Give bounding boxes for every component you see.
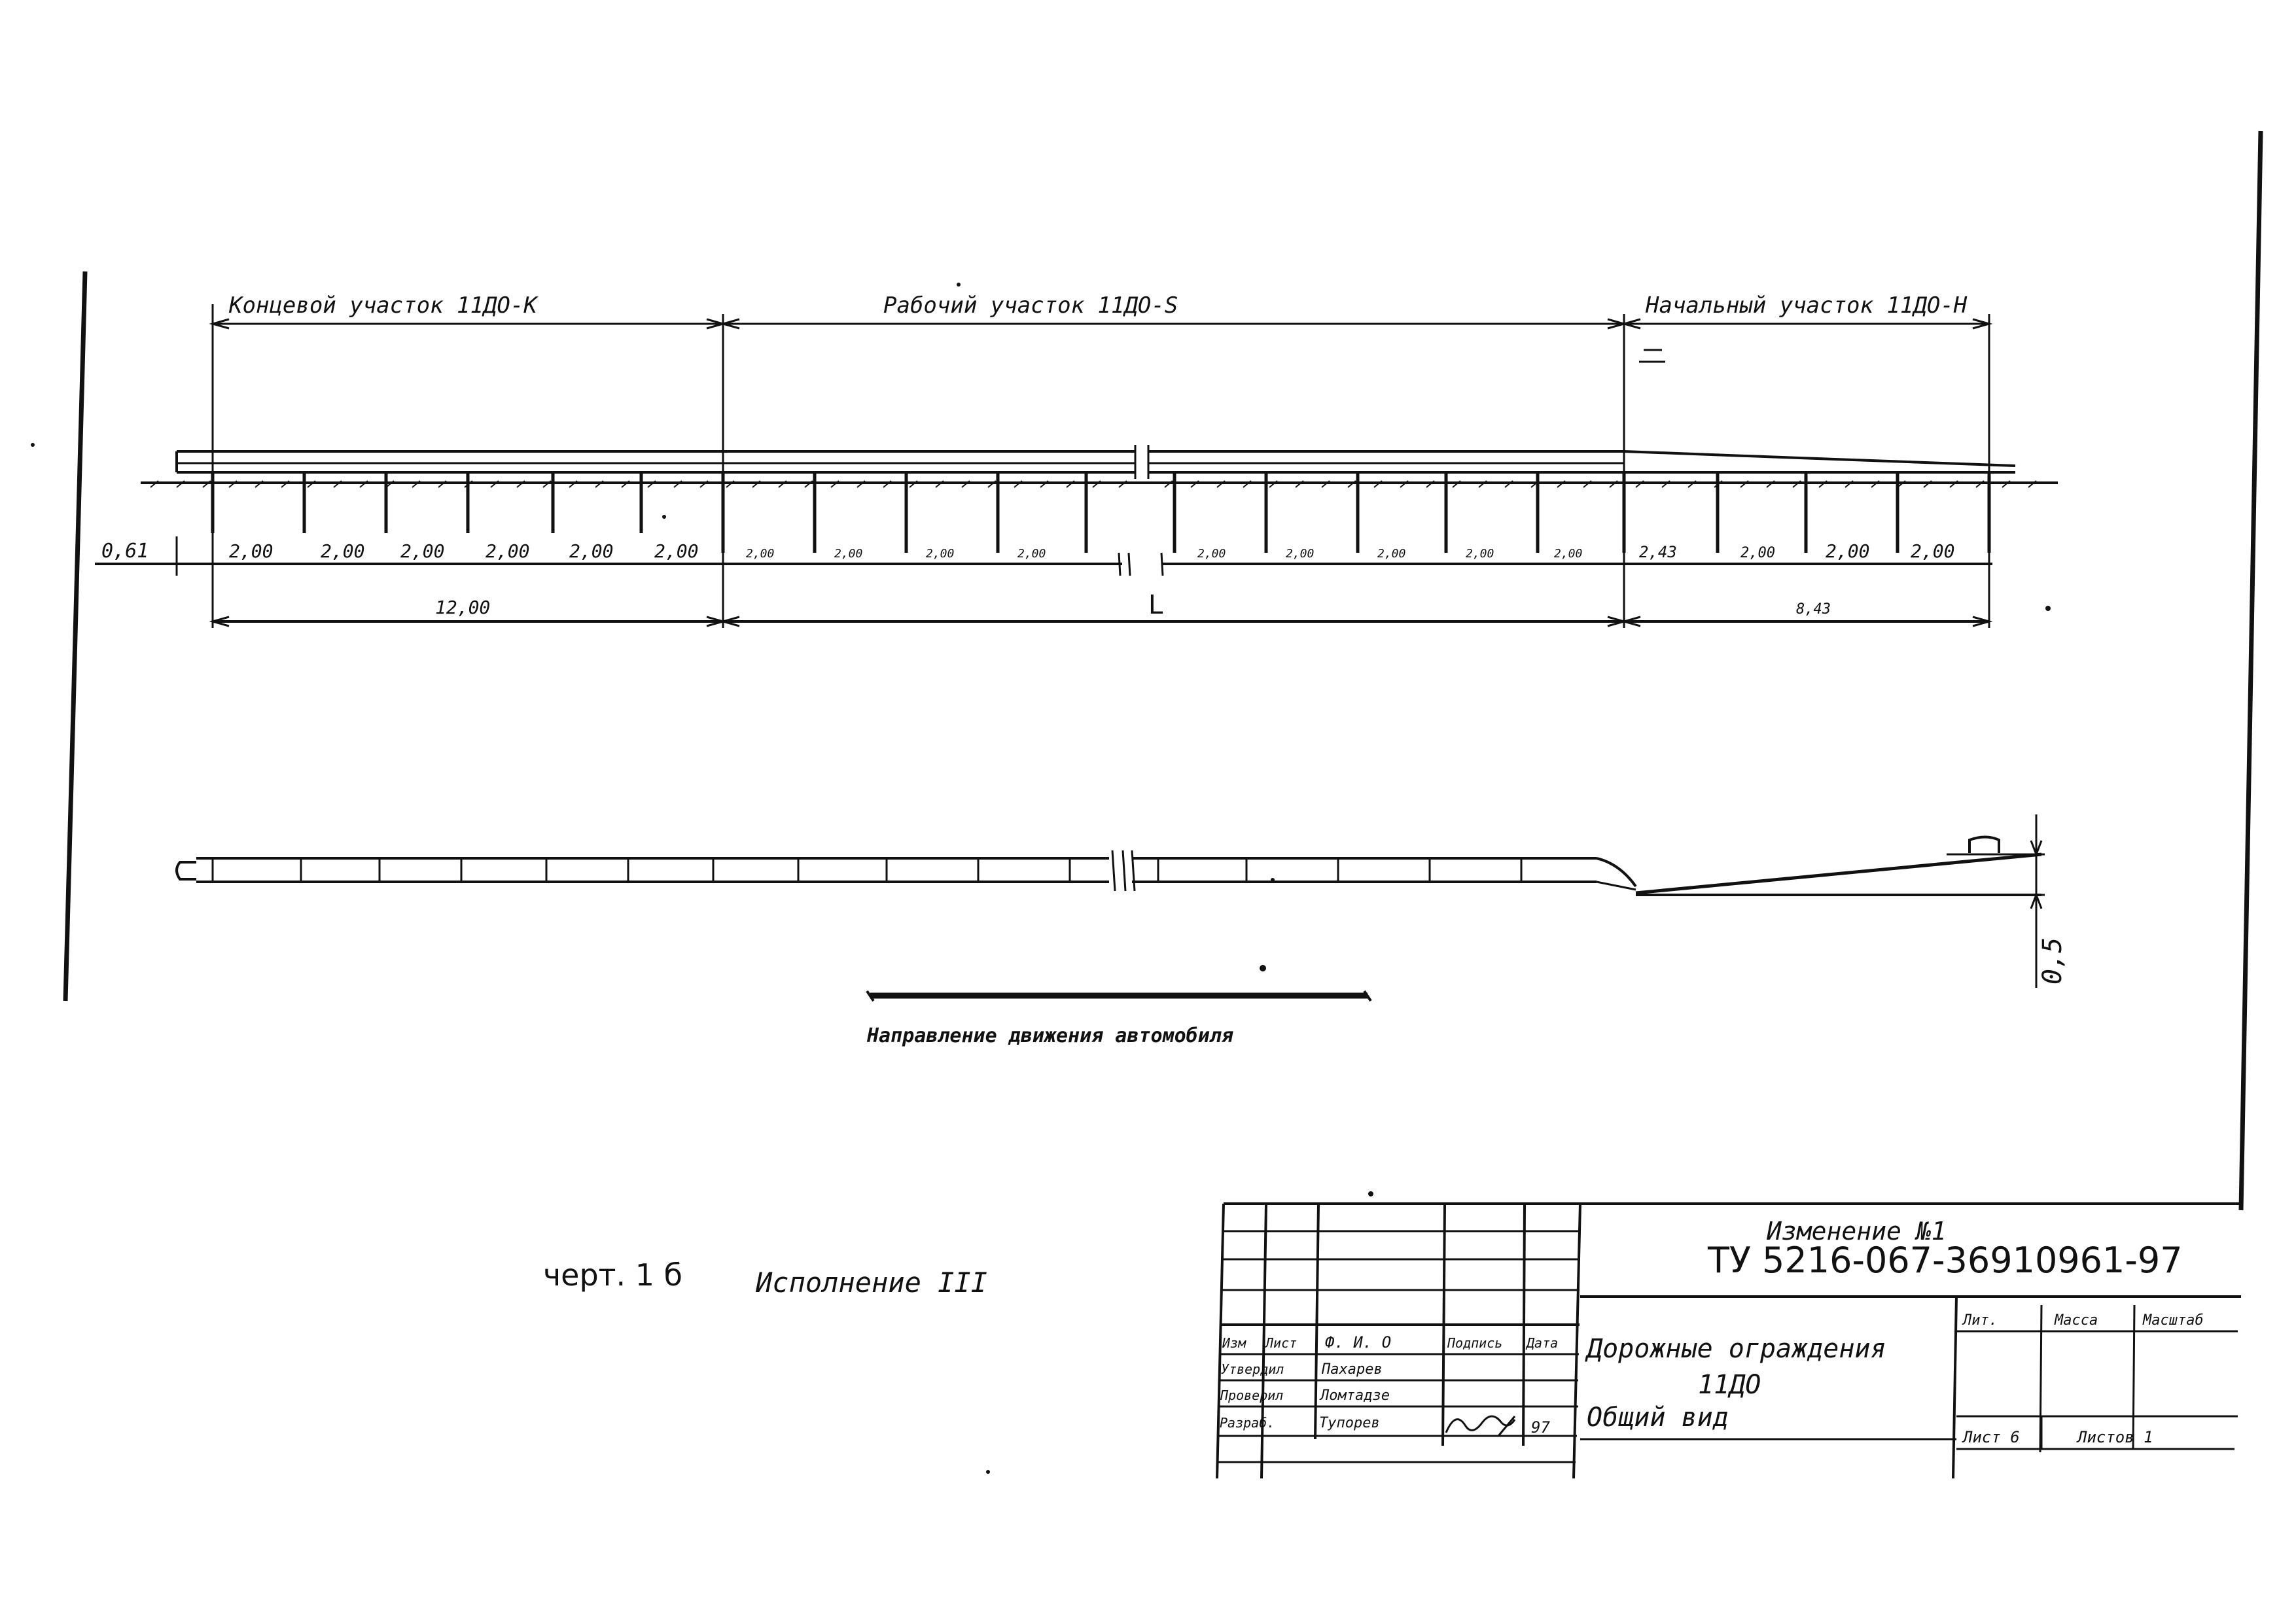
title-block — [1217, 1204, 2241, 1478]
plan-labels: Концевой участок 11ДО-К Рабочий участок … — [101, 292, 1968, 620]
spacing-work-6: 2,00 — [1286, 547, 1314, 561]
sign-date: 97 — [1531, 1418, 1550, 1437]
guardrail-posts — [213, 472, 1989, 553]
segment-label-work: Рабочий участок 11ДО-S — [883, 292, 1178, 319]
name-approved: Пахарев — [1321, 1361, 1383, 1378]
direction-label: Направление движения автомобиля — [866, 1024, 1233, 1047]
sheet-number: Лист 6 — [1962, 1428, 2020, 1446]
col-header-sign: Подпись — [1447, 1335, 1502, 1351]
lit-header: Лит. — [1962, 1312, 1998, 1329]
col-header-fio: Ф. И. О — [1325, 1333, 1391, 1352]
spacing-end-5: 2,00 — [569, 540, 613, 562]
sheet-frame — [65, 131, 2261, 1210]
role-developed: Разраб. — [1220, 1415, 1275, 1431]
offset-label: 0,61 — [101, 540, 149, 563]
name-checked: Ломтадзе — [1319, 1387, 1390, 1404]
drawing-name-1: Дорожные ограждения — [1585, 1334, 1886, 1364]
col-header-izm: Изм — [1222, 1335, 1246, 1351]
spacing-end-2: 2,00 — [321, 540, 364, 562]
plan-view — [95, 304, 2058, 628]
col-header-date: Дата — [1525, 1335, 1558, 1351]
spacing-end-3: 2,00 — [400, 540, 444, 562]
spacing-work-8: 2,00 — [1466, 547, 1494, 561]
spacing-work-1: 2,00 — [746, 547, 774, 561]
col-header-list: Лист — [1264, 1335, 1297, 1351]
spacing-work-9: 2,00 — [1554, 547, 1582, 561]
drawing-name-3: Общий вид — [1587, 1403, 1729, 1433]
spacing-work-2: 2,00 — [834, 547, 862, 561]
spacing-start-4: 2,00 — [1911, 540, 1954, 562]
title-block-text: Изм Лист Ф. И. О Подпись Дата Утвердил П… — [1220, 1217, 2204, 1446]
segment-label-start: Начальный участок 11ДО-Н — [1645, 292, 1968, 319]
variant-label: Исполнение III — [755, 1266, 987, 1299]
segment-label-end: Концевой участок 11ДО-К — [228, 292, 539, 319]
ground-line — [141, 481, 2058, 487]
total-end: 12,00 — [435, 597, 490, 618]
role-approved: Утвердил — [1221, 1361, 1284, 1377]
total-start: 8,43 — [1796, 601, 1831, 618]
spacing-work-3: 2,00 — [926, 547, 954, 561]
change-note: Изменение №1 — [1766, 1217, 1947, 1246]
spacing-end-6: 2,00 — [654, 540, 698, 562]
spacing-end-1: 2,00 — [229, 540, 273, 562]
spacing-work-4: 2,00 — [1017, 547, 1046, 561]
total-work: L — [1148, 590, 1163, 620]
role-checked: Проверил — [1220, 1387, 1283, 1403]
guardrail-beam — [177, 445, 2015, 479]
spacing-work-7: 2,00 — [1377, 547, 1405, 561]
side-view — [177, 814, 2045, 988]
scale-header: Масштаб — [2142, 1312, 2204, 1329]
drawing-name-2: 11ДО — [1698, 1370, 1761, 1400]
mass-header: Масса — [2054, 1312, 2098, 1329]
spacing-end-4: 2,00 — [486, 540, 529, 562]
signature — [1446, 1416, 1515, 1436]
spacing-start-3: 2,00 — [1826, 540, 1869, 562]
direction-arrow — [867, 991, 1371, 1001]
spacing-start-1: 2,43 — [1639, 543, 1677, 561]
spacing-work-5: 2,00 — [1197, 547, 1226, 561]
document-code: ТУ 5216-067-36910961-97 — [1707, 1240, 2183, 1281]
side-height-label: 0,5 — [2038, 937, 2068, 985]
sheets-total: Листов 1 — [2076, 1428, 2153, 1446]
spacing-start-2: 2,00 — [1740, 545, 1775, 561]
scan-specks — [31, 283, 2051, 1474]
drawing-number: черт. 1 б — [543, 1257, 682, 1293]
name-developed: Тупорев — [1319, 1415, 1380, 1431]
